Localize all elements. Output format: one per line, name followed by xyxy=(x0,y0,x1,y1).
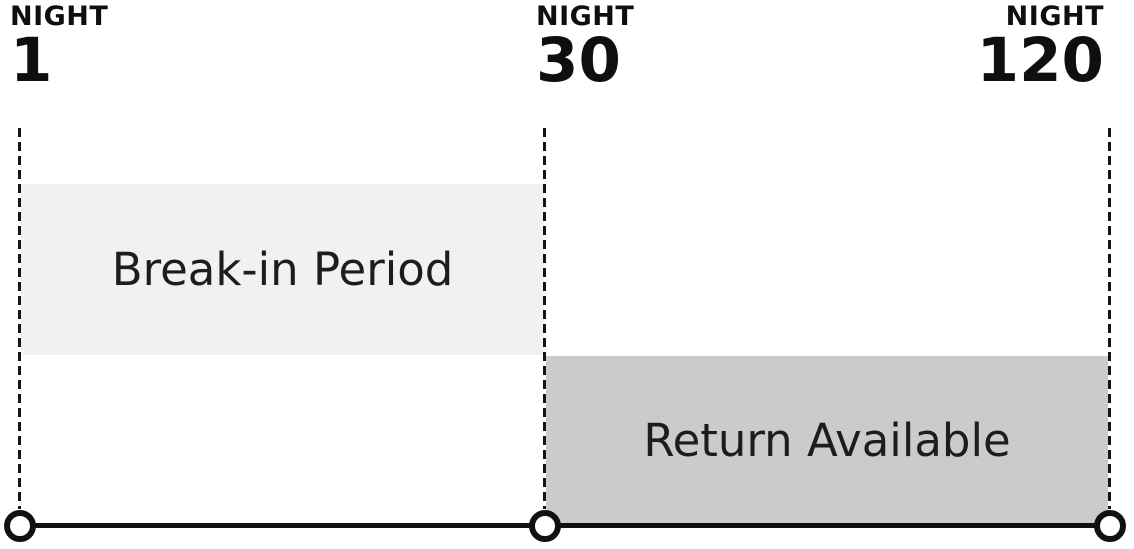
night-word: NIGHT xyxy=(10,1,109,32)
night-number: 120 xyxy=(976,25,1104,96)
timeline-point-night-1 xyxy=(4,510,36,542)
break-in-period-bar: Break-in Period xyxy=(21,184,544,355)
night-number: 1 xyxy=(10,25,53,96)
timeline-point-night-30 xyxy=(529,510,561,542)
night-marker-120: NIGHT 120 xyxy=(976,1,1104,96)
timeline-axis-line xyxy=(20,523,1110,528)
timeline-point-night-120 xyxy=(1094,510,1126,542)
night-marker-30: NIGHT 30 xyxy=(536,1,635,96)
night-word: NIGHT xyxy=(536,1,635,32)
return-available-label: Return Available xyxy=(643,413,1011,467)
night-marker-1: NIGHT 1 xyxy=(10,1,109,96)
return-available-bar: Return Available xyxy=(546,356,1108,524)
break-in-period-label: Break-in Period xyxy=(111,243,454,296)
night-number: 30 xyxy=(536,25,621,96)
dashed-guide-line-night-1 xyxy=(18,128,21,509)
dashed-guide-line-night-120 xyxy=(1108,128,1111,509)
dashed-guide-line-night-30 xyxy=(543,128,546,509)
night-word: NIGHT xyxy=(1005,1,1104,32)
